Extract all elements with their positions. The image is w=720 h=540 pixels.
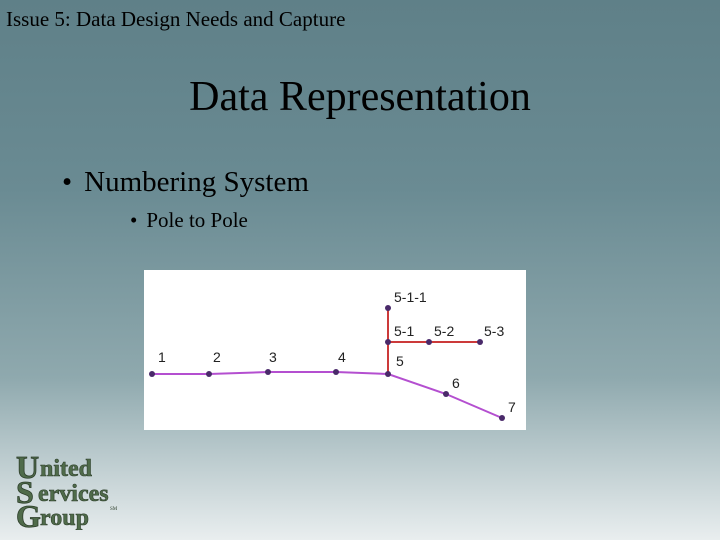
pole-label-2: 2 <box>213 349 221 365</box>
pole-numbering-diagram: 1 2 3 4 5 6 7 5-1 5-2 5-3 5-1-1 <box>144 270 526 430</box>
pole-label-5: 5 <box>396 353 404 369</box>
slide-title: Data Representation <box>189 74 531 120</box>
logo-line-2: ervices <box>38 481 109 507</box>
logo-initial-g: G <box>16 498 41 530</box>
pole-node-5-1 <box>385 339 391 345</box>
pole-node-2 <box>206 371 212 377</box>
logo-line-1: nited <box>40 456 93 482</box>
pole-node-7 <box>499 415 505 421</box>
pole-label-7: 7 <box>508 399 516 415</box>
logo-service-mark: SM <box>110 507 118 512</box>
logo-initial-s: S <box>16 474 34 510</box>
logo-initial-u: U <box>16 450 39 485</box>
bullet-icon: • <box>130 208 138 232</box>
pole-node-5-1-1 <box>385 305 391 311</box>
pole-node-5-3 <box>477 339 483 345</box>
pole-label-1: 1 <box>158 349 166 365</box>
pole-node-6 <box>443 391 449 397</box>
pole-label-5-1: 5-1 <box>394 323 414 339</box>
pole-nodes <box>149 305 505 421</box>
bullet-level2: • Pole to Pole <box>130 206 248 234</box>
pole-label-4: 4 <box>338 349 346 365</box>
logo-line-3: roup <box>40 505 89 530</box>
logo-graphic: U nited S ervices G roup SM <box>16 449 118 535</box>
bullet-icon: • <box>62 166 73 198</box>
pole-label-5-2: 5-2 <box>434 323 454 339</box>
united-services-group-logo: U nited S ervices G roup SM <box>14 449 144 535</box>
pole-node-4 <box>333 369 339 375</box>
pole-label-5-1-1: 5-1-1 <box>394 289 427 305</box>
bullet-text: Pole to Pole <box>146 208 248 232</box>
pole-node-5 <box>385 371 391 377</box>
bullet-level1: • Numbering System <box>62 164 309 200</box>
diagram-canvas: 1 2 3 4 5 6 7 5-1 5-2 5-3 5-1-1 <box>149 289 516 421</box>
pole-node-3 <box>265 369 271 375</box>
bullet-text: Numbering System <box>84 166 309 198</box>
main-line <box>152 371 503 419</box>
pole-node-5-2 <box>426 339 432 345</box>
pole-label-3: 3 <box>269 349 277 365</box>
pole-label-5-3: 5-3 <box>484 323 504 339</box>
pole-node-1 <box>149 371 155 377</box>
pole-label-6: 6 <box>452 375 460 391</box>
slide-header: Issue 5: Data Design Needs and Capture <box>6 7 346 31</box>
